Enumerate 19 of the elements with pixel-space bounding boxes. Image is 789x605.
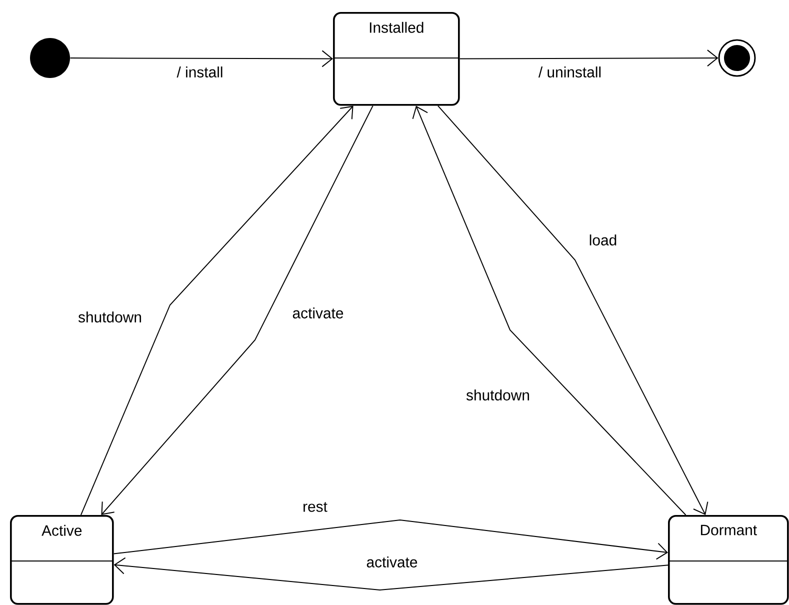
arrow [437, 105, 708, 515]
edge-label: shutdown [465, 388, 531, 402]
edge-label: load [588, 234, 618, 246]
state-box: Dormant [668, 514, 789, 605]
arrow [70, 50, 333, 68]
edge-label: activate [291, 306, 345, 320]
arrow [113, 519, 668, 560]
state-box: Active [10, 514, 114, 605]
edge-label: / install [176, 66, 224, 78]
initial-state-dot [30, 38, 70, 78]
arrow [412, 106, 686, 516]
final-state-icon [718, 39, 756, 77]
state-box: Installed [332, 12, 460, 106]
arrow [459, 50, 718, 67]
edge-label: shutdown [77, 310, 143, 324]
edge-label: / uninstall [537, 66, 603, 78]
edge-label: rest [302, 501, 328, 513]
edge-label: activate [365, 556, 419, 568]
arrow [114, 557, 668, 590]
